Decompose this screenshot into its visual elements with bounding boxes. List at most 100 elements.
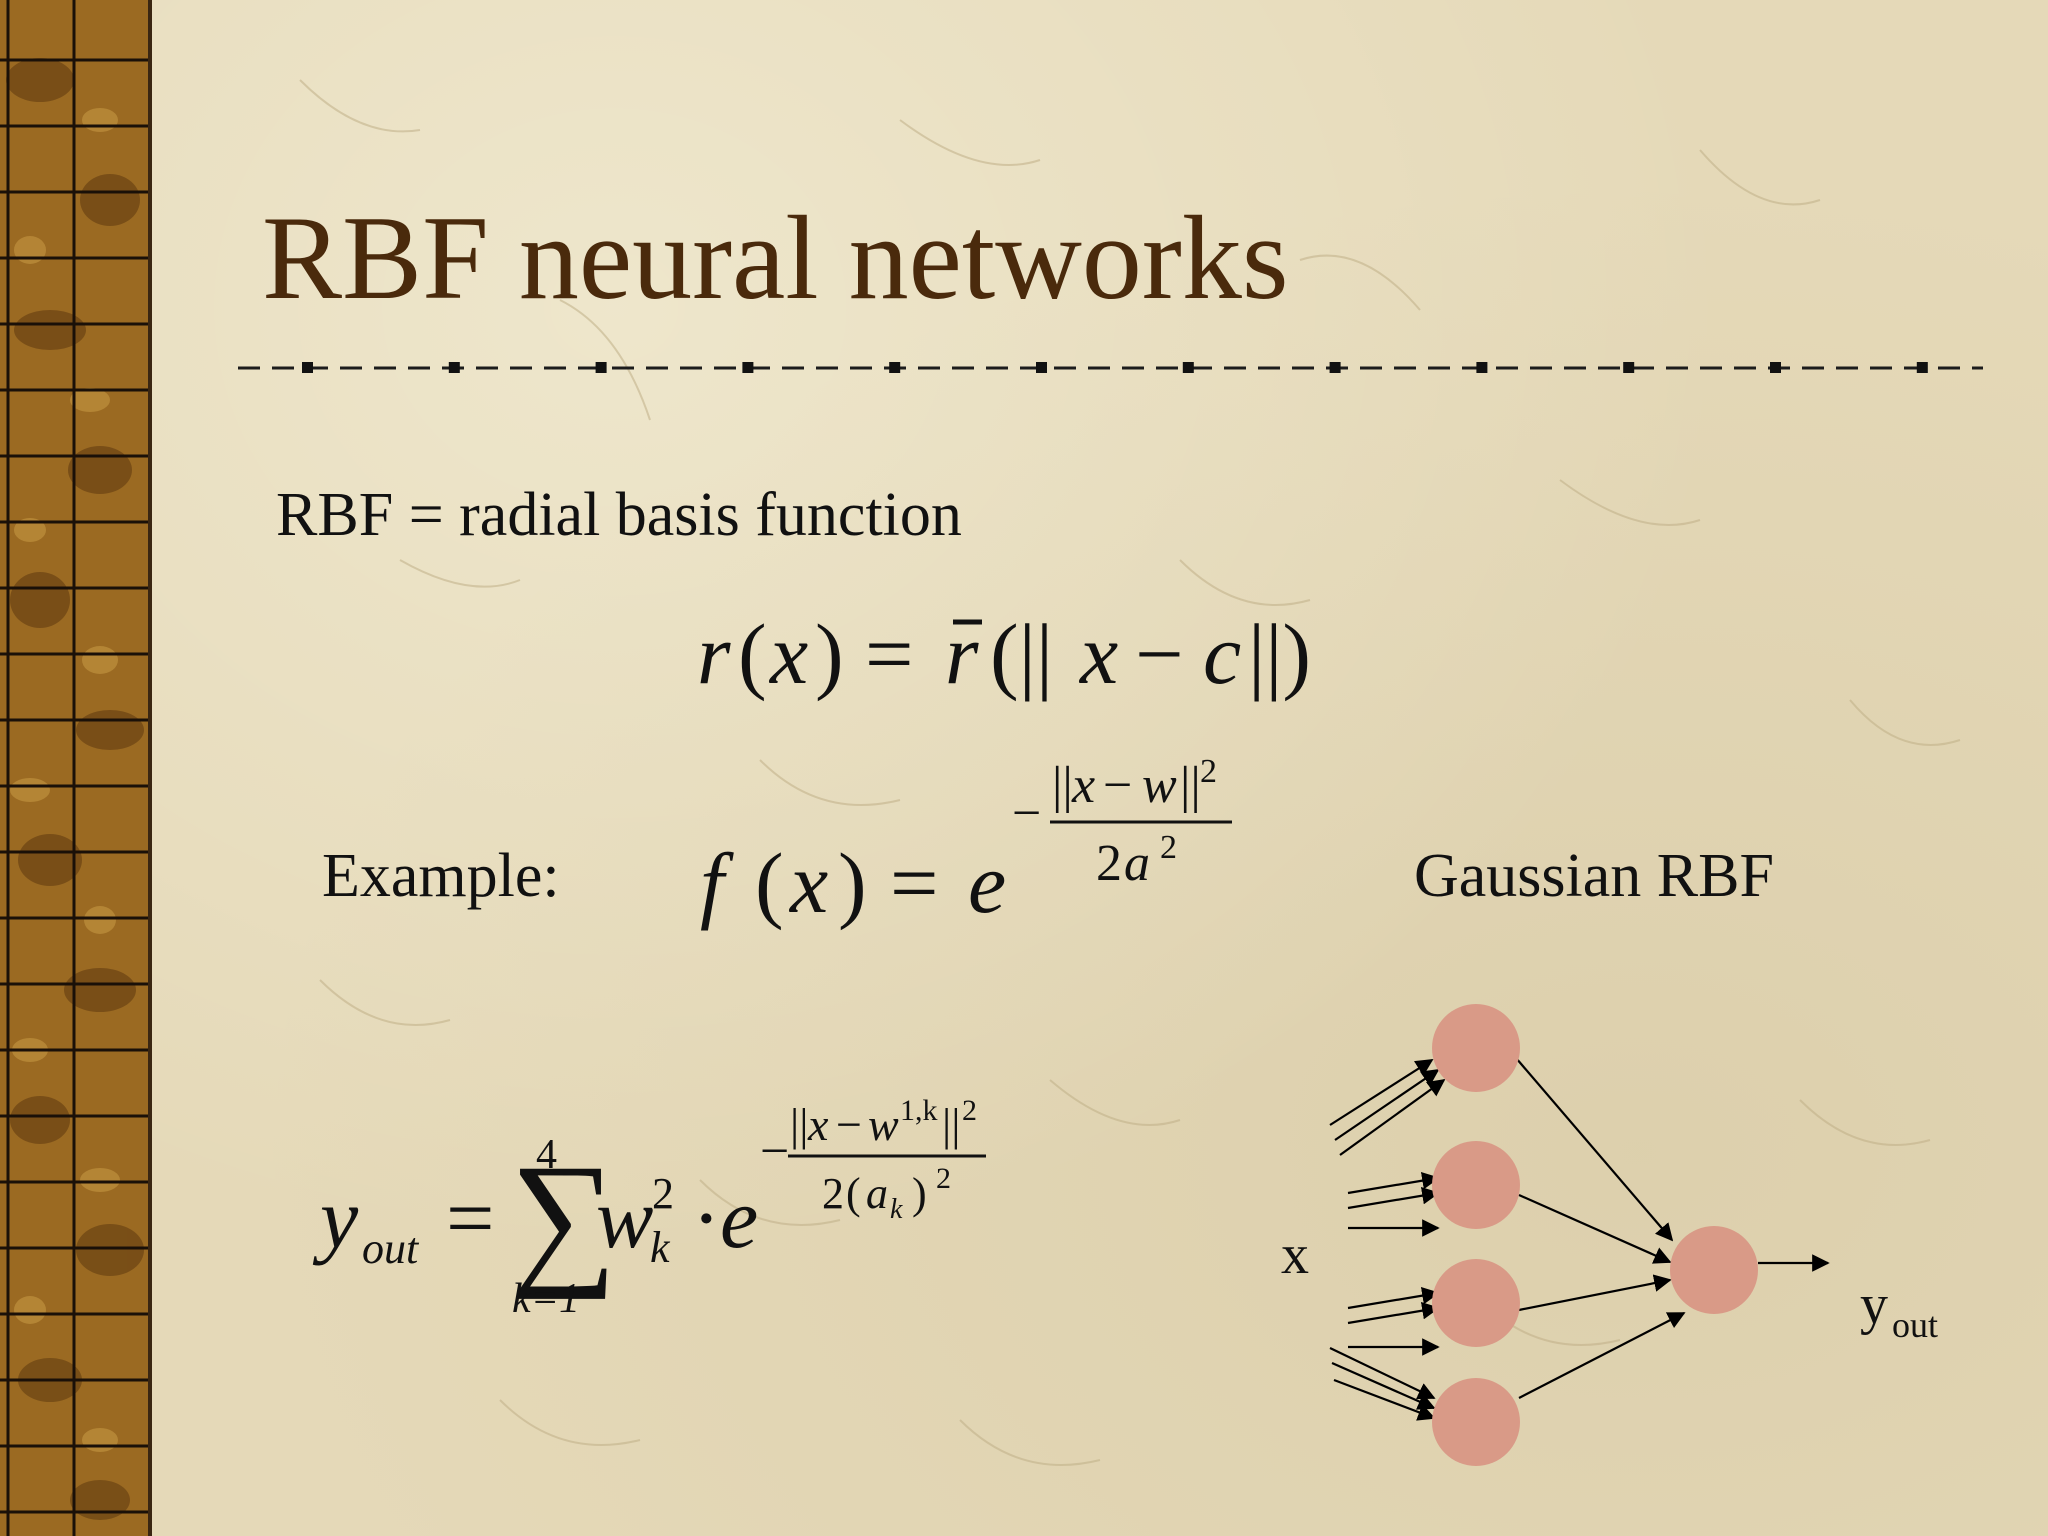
output-num-open: || [790, 1099, 808, 1150]
output-w-sub: k [650, 1223, 671, 1272]
output-node [1670, 1226, 1758, 1314]
output-num-w-sup: 1,k [900, 1094, 938, 1127]
network-input-label: x [1281, 1224, 1309, 1286]
input-edges-node-3 [1347, 1286, 1440, 1356]
gaussian-num-close: || [1180, 757, 1201, 814]
decorative-sidebar [0, 0, 152, 1536]
output-den-a-sub: k [890, 1194, 903, 1225]
input-edges-node-4 [1329, 1347, 1436, 1421]
gaussian-rbf-label: Gaussian RBF [1414, 842, 1774, 910]
network-output-sub: out [1892, 1305, 1938, 1345]
definition-text: RBF = radial basis function [276, 481, 962, 549]
hidden-node-1 [1432, 1004, 1520, 1092]
gaussian-exp-minus: − [1012, 785, 1041, 842]
divider-dot [448, 362, 460, 373]
input-edges-node-2 [1347, 1171, 1440, 1237]
gaussian-x: x [788, 835, 828, 931]
radial-norm-close: ||) [1248, 606, 1311, 702]
hidden-output-edge [1515, 1057, 1674, 1242]
output-y-sub: out [362, 1224, 420, 1273]
divider-dot [1476, 362, 1488, 373]
gaussian-num-w: w [1142, 757, 1177, 814]
input-edge [1329, 1347, 1436, 1400]
gaussian-den-power: 2 [1160, 829, 1177, 866]
gaussian-den-a: a [1124, 835, 1150, 892]
divider-dot [742, 362, 754, 373]
hidden-node-4 [1432, 1378, 1520, 1466]
divider-dot [1329, 362, 1341, 373]
output-den-2: 2 [822, 1169, 844, 1218]
hidden-node-3 [1432, 1259, 1520, 1347]
input-edge [1339, 1078, 1446, 1156]
output-equation: y out = ∑ 4 k=1 w 2 k · e − || x − w 1,k… [312, 1094, 986, 1322]
output-exp-minus: − [760, 1123, 789, 1180]
radial-lhs-open: ( [738, 606, 767, 702]
input-edge [1347, 1286, 1440, 1310]
gaussian-den-2: 2 [1096, 835, 1122, 892]
output-den-open: ( [846, 1169, 861, 1218]
radial-lhs-x: x [768, 606, 808, 702]
divider-dot [595, 362, 607, 373]
divider-dot [1770, 362, 1781, 373]
divider-dot [1623, 362, 1635, 373]
output-y: y [312, 1170, 359, 1266]
input-edge [1331, 1361, 1436, 1410]
input-edge [1334, 1069, 1440, 1141]
output-w: w [596, 1170, 653, 1266]
hidden-output-edge [1518, 1193, 1672, 1264]
gaussian-num-open: || [1052, 757, 1073, 814]
input-edge [1347, 1171, 1440, 1195]
radial-c: c [1203, 606, 1241, 702]
gaussian-equals: = [890, 835, 939, 931]
gaussian-num-x: x [1071, 757, 1095, 814]
input-edges-node-1 [1329, 1059, 1446, 1156]
output-w-sup: 2 [652, 1169, 674, 1218]
hidden-to-output-edges [1515, 1057, 1686, 1399]
hidden-output-edge [1518, 1312, 1686, 1399]
input-edge [1329, 1059, 1434, 1126]
divider-dot [1036, 362, 1047, 373]
gaussian-e: e [968, 835, 1006, 931]
output-equals: = [446, 1170, 495, 1266]
title-divider [238, 362, 1983, 373]
network-output-label: y [1860, 1274, 1888, 1336]
input-edge [1347, 1186, 1440, 1210]
radial-minus: − [1135, 606, 1184, 702]
input-edge [1333, 1378, 1436, 1421]
hidden-output-edge [1518, 1274, 1672, 1312]
sum-symbol: ∑ [510, 1134, 617, 1300]
radial-x: x [1078, 606, 1118, 702]
divider-dot [1182, 362, 1194, 373]
output-num-minus: − [836, 1099, 862, 1150]
divider-dot [1916, 362, 1928, 373]
example-label: Example: [322, 842, 560, 910]
radial-lhs-close: ) [815, 606, 844, 702]
output-num-power: 2 [962, 1094, 977, 1127]
output-num-x: x [807, 1099, 829, 1150]
slide-title: RBF neural networks [262, 191, 1289, 324]
radial-norm-open: (|| [990, 606, 1053, 702]
output-den-close: ) [912, 1169, 927, 1218]
gaussian-num-power: 2 [1200, 753, 1217, 790]
divider-dot [302, 362, 313, 373]
radial-equation: r ( x ) = r (|| x − c ||) [697, 606, 1311, 702]
divider-dot [889, 362, 901, 373]
output-dot: · [692, 1170, 721, 1266]
output-num-w: w [868, 1099, 899, 1150]
sidebar-pattern [0, 0, 148, 1536]
gaussian-num-minus: − [1103, 757, 1132, 814]
gaussian-close: ) [838, 835, 867, 931]
sum-lower-limit: k=1 [512, 1276, 580, 1322]
radial-lhs-r: r [697, 606, 731, 702]
sum-upper-limit: 4 [536, 1132, 557, 1178]
output-den-a: a [866, 1169, 888, 1218]
radial-equals: = [865, 606, 914, 702]
hidden-node-2 [1432, 1141, 1520, 1229]
output-den-power: 2 [936, 1162, 951, 1195]
gaussian-open: ( [755, 835, 784, 931]
output-e: e [720, 1170, 758, 1266]
